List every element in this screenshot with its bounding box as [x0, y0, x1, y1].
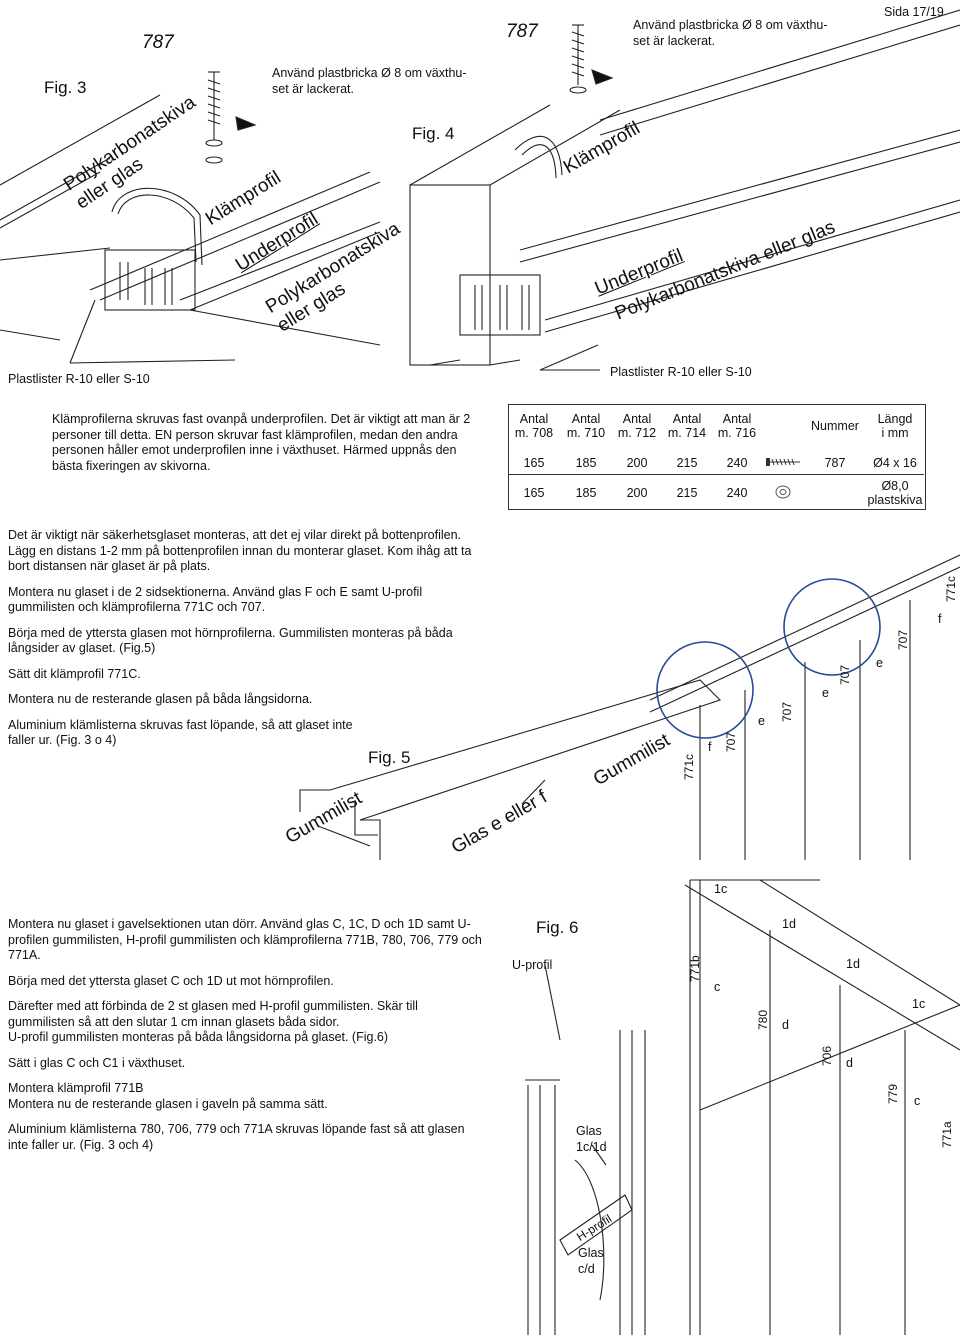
- fig5-label-707-b: 707: [780, 701, 794, 722]
- paragraph: Sätt dit klämprofil 771C.: [8, 666, 141, 681]
- spec-header: Antal m. 716: [717, 412, 757, 440]
- intro-text: Klämprofilerna skruvas fast ovanpå under…: [52, 412, 471, 473]
- fig5-drawing: [299, 554, 960, 860]
- fig6-label-780: 780: [756, 1009, 770, 1030]
- glas-1c-1d-label: Glas 1c/1d: [576, 1124, 607, 1154]
- spec-header-row: Antal m. 708 Antal m. 710 Antal m. 712 A…: [508, 404, 924, 448]
- fig6-label-1c-b: 1c: [912, 997, 926, 1011]
- washer-note-left: Använd plastbricka Ø 8 om växthu- set är…: [272, 66, 467, 96]
- spec-row: 165 185 200 215 240 787 Ø4 x 16: [508, 448, 924, 478]
- spec-header: [762, 404, 804, 448]
- page-number: Sida 17/19: [884, 5, 944, 19]
- paragraph: Sätt i glas C och C1 i växthuset.: [8, 1055, 186, 1070]
- washer-icon: [762, 478, 804, 508]
- spec-cell: 185: [575, 456, 597, 470]
- fig6-label-771b: 771b: [688, 955, 702, 982]
- spec-cell: 240: [726, 456, 748, 470]
- fig5-label-e-b: e: [822, 686, 829, 700]
- screw-number-left: 787: [142, 32, 174, 53]
- spec-cell: 215: [676, 456, 698, 470]
- fig6-label-1d-a: 1d: [782, 917, 796, 931]
- fig6-label-771a: 771a: [940, 1121, 954, 1148]
- fig6-drawing: [525, 879, 960, 1335]
- paragraph: Montera klämprofil 771B Montera nu de re…: [8, 1081, 328, 1111]
- spec-cell: 215: [676, 486, 698, 500]
- paragraph: Montera nu glaset i gavelsektionen utan …: [8, 917, 482, 962]
- paragraph: Börja med de yttersta glasen mot hörnpro…: [8, 625, 453, 656]
- spec-header: Antal m. 712: [617, 412, 657, 440]
- spec-cell: 165: [523, 456, 545, 470]
- fig5-label-771c-a: 771c: [682, 753, 696, 780]
- spec-table-divider: [508, 474, 924, 475]
- spec-header: Längd i mm: [877, 412, 913, 440]
- paragraph: Aluminium klämlisterna 780, 706, 779 och…: [8, 1122, 465, 1152]
- fig6-label-c-b: c: [914, 1094, 921, 1108]
- spec-cell: 240: [726, 486, 748, 500]
- fig6-label-706: 706: [820, 1045, 834, 1066]
- spec-table-frame: [508, 404, 926, 510]
- fig4-label: Fig. 4: [412, 124, 455, 143]
- fig5-label-707-d: 707: [896, 629, 910, 650]
- spec-cell: 185: [575, 486, 597, 500]
- paragraph: Montera nu de resterande glasen på båda …: [8, 692, 313, 706]
- paragraph: Det är viktigt när säkerhetsglaset monte…: [8, 528, 472, 573]
- spec-cell: 200: [626, 486, 648, 500]
- paragraph: Därefter med att förbinda de 2 st glasen…: [8, 999, 418, 1044]
- screw-number-right: 787: [506, 21, 538, 42]
- fig5-label-f-a: f: [708, 740, 712, 754]
- fig5-label-707-c: 707: [838, 664, 852, 685]
- fig6-label-d-a: d: [782, 1018, 789, 1032]
- spec-cell: 200: [626, 456, 648, 470]
- u-profil-label: U-profil: [512, 958, 553, 972]
- spec-header: Antal m. 714: [667, 412, 707, 440]
- section2-text: Det är viktigt när säkerhetsglaset monte…: [8, 528, 478, 759]
- spec-table: Antal m. 708 Antal m. 710 Antal m. 712 A…: [508, 404, 924, 508]
- paragraph: Aluminium klämlisterna skruvas fast löpa…: [8, 717, 353, 748]
- screw-icon: [762, 448, 804, 478]
- plastlister-left: Plastlister R-10 eller S-10: [8, 372, 150, 386]
- glas-c-d-label: Glas c/d: [578, 1246, 604, 1276]
- fig6-label-1d-b: 1d: [846, 957, 860, 971]
- spec-cell: 787: [824, 456, 846, 470]
- spec-cell: Ø8,0 plastskiva: [867, 479, 923, 507]
- plastlister-right: Plastlister R-10 eller S-10: [610, 365, 752, 379]
- fig6-label: Fig. 6: [536, 918, 579, 937]
- paragraph: Montera nu glaset i de 2 sidsektionerna.…: [8, 584, 423, 615]
- spec-header: Antal m. 708: [514, 412, 554, 440]
- fig6-label-c-a: c: [714, 980, 721, 994]
- spec-cell: 165: [523, 486, 545, 500]
- fig5-label-e-c: e: [876, 656, 883, 670]
- fig4-drawing: [409, 9, 960, 371]
- fig6-label-779: 779: [886, 1083, 900, 1104]
- spec-cell: Ø4 x 16: [873, 456, 917, 470]
- fig5-label: Fig. 5: [368, 748, 411, 767]
- spec-cell: [804, 478, 866, 508]
- fig6-label-1c-a: 1c: [714, 882, 728, 896]
- spec-header: Nummer: [811, 419, 859, 433]
- fig5-label-e-a: e: [758, 714, 765, 728]
- washer-note-right: Använd plastbricka Ø 8 om växthu- set är…: [633, 18, 828, 48]
- fig3-drawing: [0, 71, 381, 364]
- paragraph: Börja med det yttersta glaset C och 1D u…: [8, 973, 334, 988]
- spec-header: Antal m. 710: [566, 412, 606, 440]
- fig5-label-f-b: f: [938, 612, 942, 626]
- spec-row: 165 185 200 215 240 Ø8,0 plastskiva: [508, 478, 924, 508]
- fig5-label-771c-b: 771c: [944, 575, 958, 602]
- fig3-label: Fig. 3: [44, 78, 87, 97]
- fig6-label-d-b: d: [846, 1056, 853, 1070]
- section3-text: Montera nu glaset i gavelsektionen utan …: [8, 917, 483, 1163]
- fig5-label-707-a: 707: [724, 731, 738, 752]
